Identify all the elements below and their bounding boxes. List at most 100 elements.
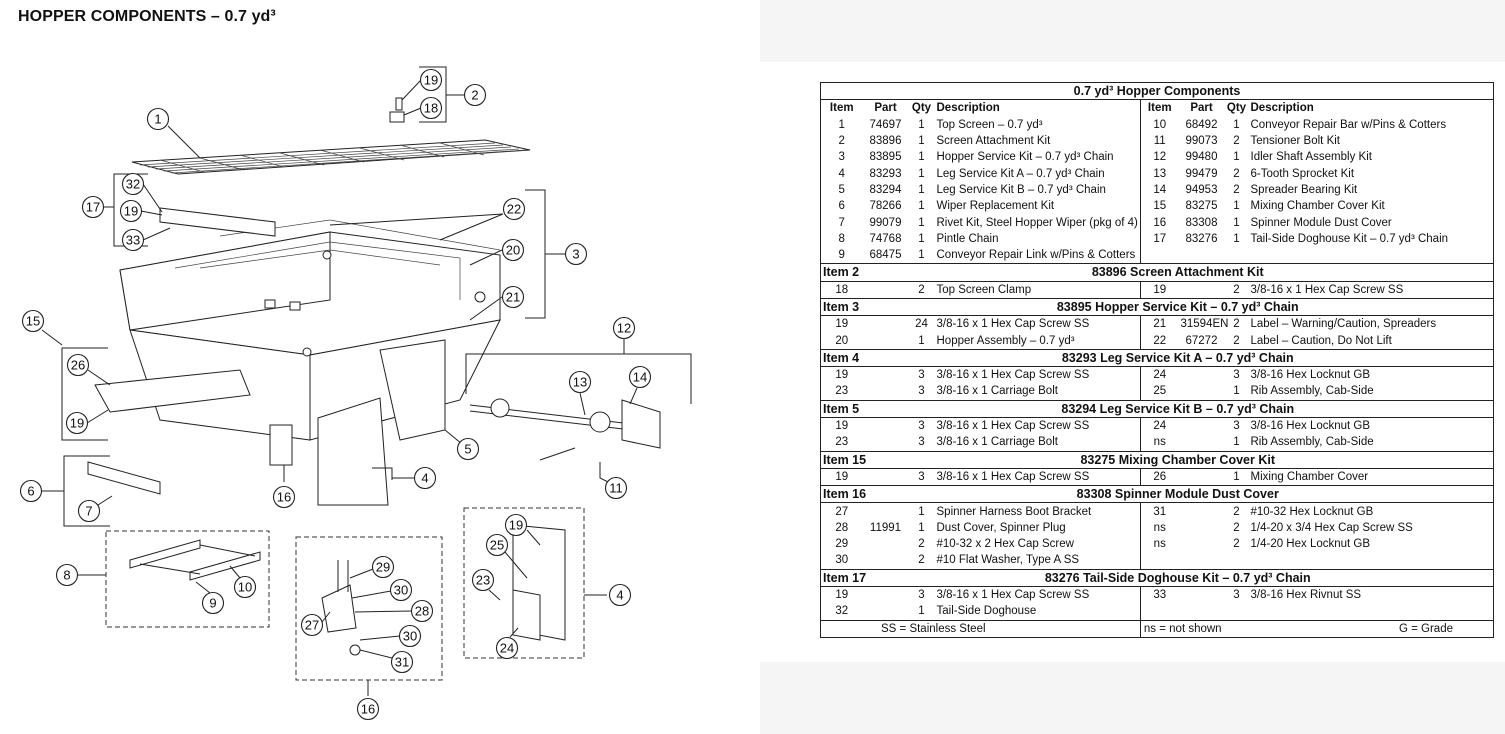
table-cell: 99479 bbox=[1185, 167, 1218, 180]
table-cell: 2 bbox=[1233, 318, 1240, 331]
table-cell: 19 bbox=[835, 420, 849, 433]
header-description: Description bbox=[936, 102, 1000, 115]
table-cell: 1 bbox=[918, 505, 925, 518]
callout-7: 7 bbox=[77, 495, 113, 523]
table-cell: 17 bbox=[1140, 230, 1179, 247]
svg-text:9: 9 bbox=[209, 596, 216, 611]
callout-29: 29 bbox=[349, 555, 395, 579]
table-cell: 1 bbox=[1233, 232, 1240, 245]
callout-10: 10 bbox=[229, 565, 257, 599]
table-cell: 6 bbox=[838, 200, 845, 213]
table-cell: Top Screen – 0.7 yd³ bbox=[936, 118, 1043, 131]
table-cell bbox=[863, 434, 909, 451]
table-cell: 3 bbox=[918, 420, 925, 433]
svg-text:16: 16 bbox=[277, 490, 291, 505]
callout-15: 15 bbox=[21, 309, 63, 346]
table-cell: 3/8-16 x 1 Hex Cap Screw SS bbox=[936, 589, 1090, 602]
table-cell bbox=[1249, 603, 1494, 620]
callout-6: 6 bbox=[19, 479, 64, 503]
svg-text:28: 28 bbox=[415, 604, 429, 619]
table-cell bbox=[1249, 552, 1494, 569]
callout-25: 25 bbox=[485, 533, 528, 579]
table-cell: Pintle Chain bbox=[936, 232, 999, 245]
svg-text:2: 2 bbox=[471, 88, 478, 103]
table-cell: 2 bbox=[1233, 183, 1240, 196]
table-cell: 3/8-16 Hex Locknut GB bbox=[1250, 369, 1371, 382]
table-cell: 83896 bbox=[869, 135, 902, 148]
table-cell: 1/4-20 Hex Locknut GB bbox=[1250, 538, 1371, 551]
callout-19-clamp: 19 bbox=[401, 68, 443, 101]
table-cell: #10 Flat Washer, Type A SS bbox=[936, 554, 1080, 567]
footnote-g: G = Grade bbox=[1224, 619, 1494, 638]
table-cell: 1 bbox=[918, 334, 925, 347]
table-cell: 22 bbox=[1140, 332, 1179, 350]
svg-text:4: 4 bbox=[616, 588, 623, 603]
table-cell: Tail-Side Doghouse bbox=[936, 605, 1037, 618]
callout-19-leg: 19 bbox=[504, 513, 541, 546]
table-cell: 24 bbox=[915, 318, 928, 331]
section-title: 83276 Tail-Side Doghouse Kit – 0.7 yd³ C… bbox=[862, 568, 1494, 587]
table-cell: 3 bbox=[1233, 369, 1240, 382]
table-cell: 1 bbox=[1233, 151, 1240, 164]
svg-text:8: 8 bbox=[63, 568, 70, 583]
table-cell: 15 bbox=[1140, 198, 1179, 215]
table-cell: 12 bbox=[1140, 149, 1179, 166]
callout-9: 9 bbox=[195, 581, 225, 615]
table-cell: 26 bbox=[1140, 468, 1179, 486]
section-label: Item 15 bbox=[820, 450, 866, 469]
header-item-2: Item bbox=[1140, 99, 1179, 117]
svg-text:5: 5 bbox=[464, 442, 471, 457]
table-cell: 25 bbox=[1140, 383, 1179, 401]
callout-2: 2 bbox=[446, 83, 487, 107]
table-cell: Top Screen Clamp bbox=[936, 283, 1032, 296]
svg-text:33: 33 bbox=[126, 233, 140, 248]
table-cell: 68475 bbox=[869, 249, 902, 262]
table-cell: Spinner Harness Boot Bracket bbox=[936, 505, 1092, 518]
table-cell: Hopper Service Kit – 0.7 yd³ Chain bbox=[936, 151, 1114, 164]
table-cell: 99079 bbox=[869, 216, 902, 229]
table-cell bbox=[863, 316, 909, 333]
table-cell: 5 bbox=[838, 183, 845, 196]
table-cell: 2 bbox=[838, 135, 845, 148]
svg-text:17: 17 bbox=[86, 200, 100, 215]
section-label: Item 4 bbox=[820, 348, 863, 368]
table-cell bbox=[1179, 552, 1225, 569]
table-cell: ns bbox=[1140, 519, 1179, 537]
section-title: 83293 Leg Service Kit A – 0.7 yd³ Chain bbox=[862, 348, 1494, 368]
table-cell: 11 bbox=[1140, 132, 1179, 150]
svg-text:30: 30 bbox=[394, 583, 408, 598]
table-cell: 3 bbox=[918, 369, 925, 382]
svg-text:20: 20 bbox=[506, 243, 520, 258]
table-cell: Rib Assembly, Cab-Side bbox=[1250, 436, 1374, 449]
table-cell bbox=[863, 281, 909, 298]
wiper-illustration bbox=[63, 455, 161, 527]
table-cell: 6-Tooth Sprocket Kit bbox=[1250, 167, 1355, 180]
table-cell: 83275 bbox=[1185, 200, 1218, 213]
table-cell: Tensioner Bolt Kit bbox=[1250, 135, 1341, 148]
leg-kit-a-illustration bbox=[317, 397, 393, 506]
svg-text:27: 27 bbox=[305, 618, 319, 633]
table-cell: 33 bbox=[1140, 586, 1179, 604]
table-cell: 67272 bbox=[1185, 334, 1218, 347]
table-cell: 19 bbox=[835, 470, 849, 483]
table-cell bbox=[863, 367, 909, 384]
callout-26: 26 bbox=[66, 353, 111, 386]
section-label: Item 3 bbox=[820, 297, 863, 317]
table-cell: 1 bbox=[918, 118, 925, 131]
spinner-dust-cover-detail bbox=[295, 536, 443, 696]
table-cell: 3/8-16 Hex Locknut GB bbox=[1250, 420, 1371, 433]
table-cell: 1 bbox=[1233, 436, 1240, 449]
table-cell: 3/8-16 Hex Rivnut SS bbox=[1250, 589, 1362, 602]
section-title: 83308 Spinner Module Dust Cover bbox=[862, 485, 1494, 504]
table-cell: 99073 bbox=[1185, 135, 1218, 148]
table-cell: 21 bbox=[1140, 315, 1179, 333]
